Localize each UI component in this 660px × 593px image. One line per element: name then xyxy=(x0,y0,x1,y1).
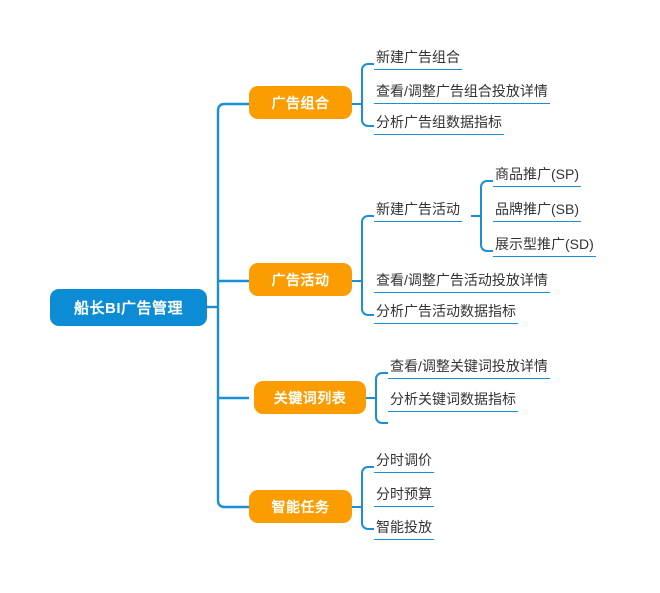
leaf-node[interactable]: 分析广告组数据指标 xyxy=(374,112,504,135)
leaf-node[interactable]: 新建广告组合 xyxy=(374,47,462,70)
leaf-node[interactable]: 查看/调整广告组合投放详情 xyxy=(374,81,550,104)
leaf-node[interactable]: 查看/调整关键词投放详情 xyxy=(388,356,550,379)
root-node[interactable]: 船长BI广告管理 xyxy=(50,289,207,326)
leaf-node[interactable]: 分时调价 xyxy=(374,450,434,473)
branch-node-label: 广告活动 xyxy=(271,271,330,288)
leaf-node[interactable]: 查看/调整广告活动投放详情 xyxy=(374,270,550,293)
branch-node-keyword-list[interactable]: 关键词列表 xyxy=(254,381,366,414)
root-node-label: 船长BI广告管理 xyxy=(73,300,183,317)
branch-node-smart-task[interactable]: 智能任务 xyxy=(249,490,352,523)
leaf-node[interactable]: 智能投放 xyxy=(374,517,434,540)
branch-node-advertising-group[interactable]: 广告组合 xyxy=(249,86,352,119)
branch-node-label: 广告组合 xyxy=(271,94,330,111)
leaf-node[interactable]: 分析广告活动数据指标 xyxy=(374,301,518,324)
branch-node-label: 智能任务 xyxy=(271,498,330,515)
leaf-node[interactable]: 分析关键词数据指标 xyxy=(388,389,518,412)
sub-leaf-node[interactable]: 展示型推广(SD) xyxy=(493,234,596,257)
branch-node-label: 关键词列表 xyxy=(273,389,347,406)
leaf-node[interactable]: 分时预算 xyxy=(374,484,434,507)
branch-node-advertising-campaign[interactable]: 广告活动 xyxy=(249,263,352,296)
sub-leaf-node[interactable]: 品牌推广(SB) xyxy=(493,199,581,222)
leaf-node[interactable]: 新建广告活动 xyxy=(374,199,462,222)
sub-leaf-node[interactable]: 商品推广(SP) xyxy=(493,164,581,187)
